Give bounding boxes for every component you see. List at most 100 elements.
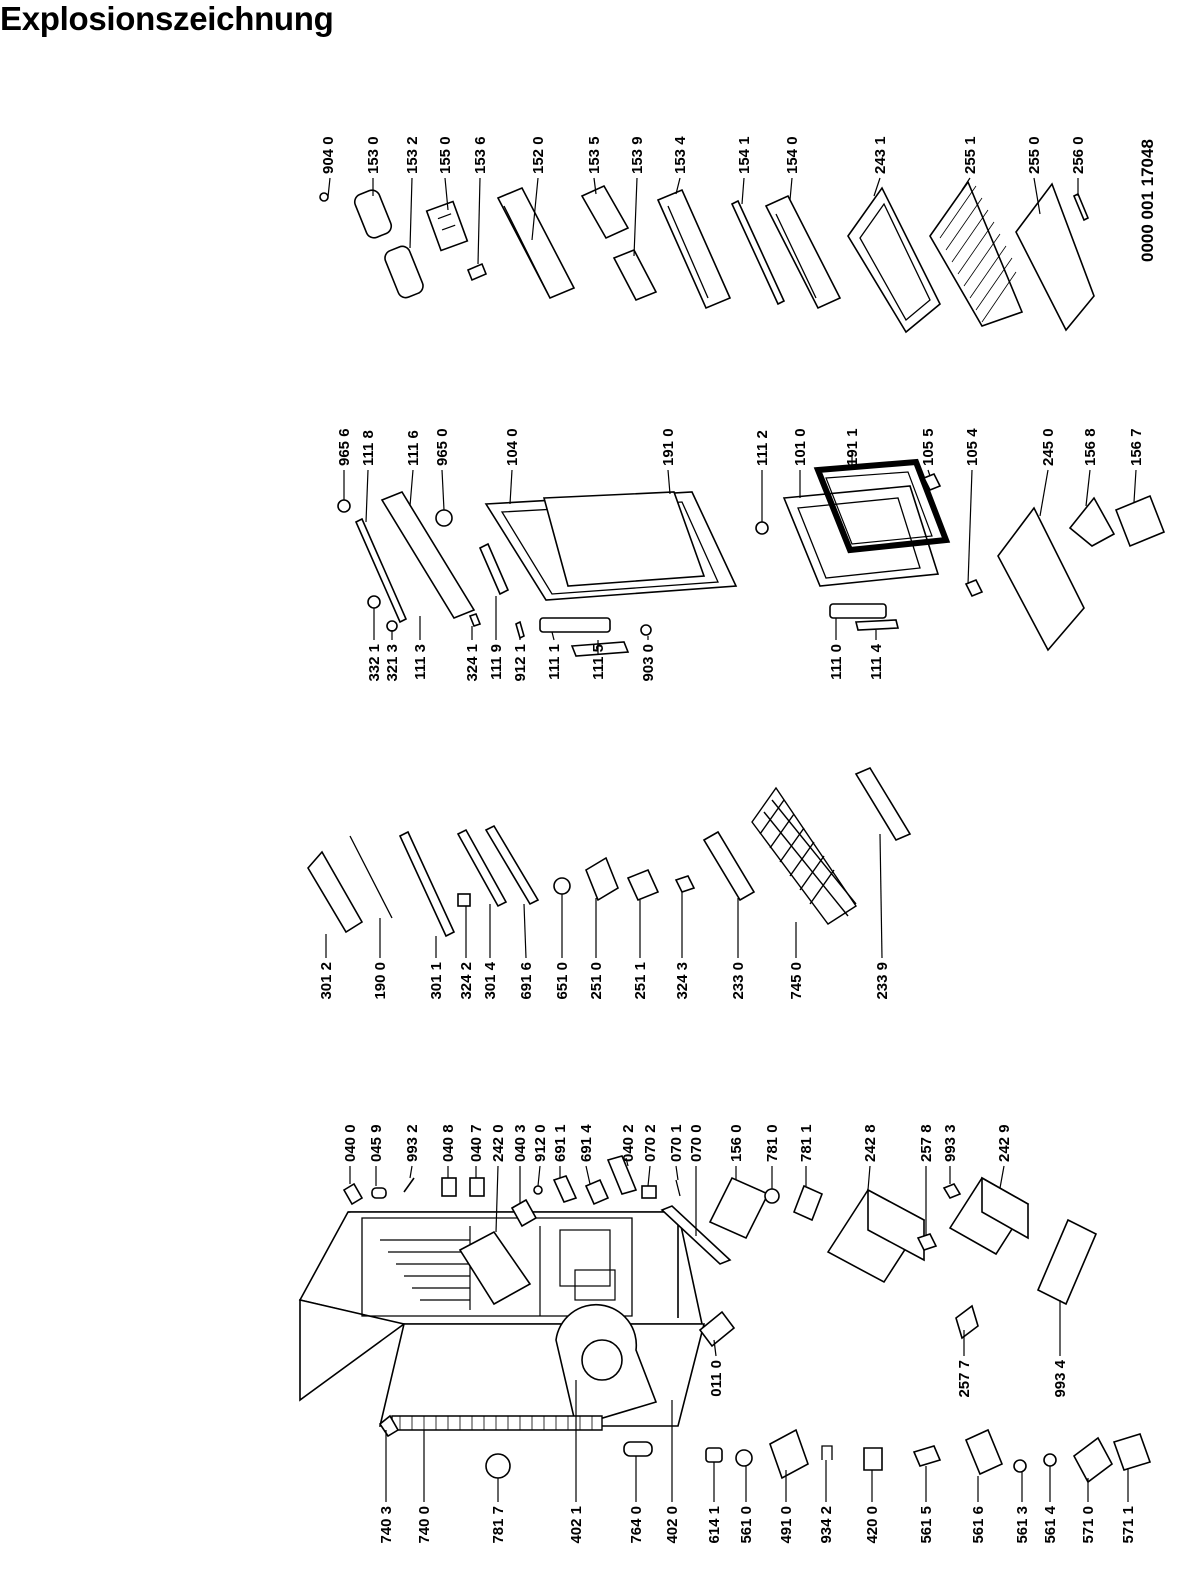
part-257-7	[955, 1304, 979, 1340]
part-251-0-plate	[585, 856, 619, 902]
part-111-6-hinge-cover	[380, 491, 476, 619]
part-740-0-condenser	[391, 1415, 603, 1431]
part-label: 153 2	[404, 136, 421, 174]
part-label: 324 3	[674, 962, 691, 1000]
part-040-7	[469, 1177, 485, 1197]
part-label: 571 1	[1120, 1506, 1137, 1544]
part-label: 781 7	[490, 1506, 507, 1544]
part-label: 190 0	[372, 962, 389, 1000]
part-label: 153 6	[472, 136, 489, 174]
part-label: 561 3	[1014, 1506, 1031, 1544]
part-745-0-evaporator	[751, 786, 857, 925]
part-105-5-hinge	[922, 472, 942, 492]
part-245-0-crisper-cover	[997, 506, 1085, 652]
part-label: 101 0	[792, 428, 809, 466]
part-label: 781 1	[798, 1124, 815, 1162]
part-label: 402 0	[664, 1506, 681, 1544]
part-label: 402 1	[568, 1506, 585, 1544]
part-070-1	[675, 1179, 681, 1197]
part-045-9	[371, 1187, 387, 1199]
part-label: 691 4	[578, 1124, 595, 1162]
part-691-1	[552, 1175, 578, 1203]
part-label: 324 2	[458, 962, 475, 1000]
part-label: 153 5	[586, 136, 603, 174]
part-070-2	[641, 1185, 657, 1199]
part-label: 111 0	[828, 644, 845, 680]
part-571-1-knob	[1112, 1433, 1152, 1471]
part-label: 242 9	[996, 1124, 1013, 1162]
part-153-4-door-bin	[656, 188, 732, 310]
part-label: 111 9	[488, 644, 505, 680]
part-label: 912 1	[512, 644, 529, 682]
part-993-3	[942, 1183, 962, 1199]
part-label: 111 5	[590, 644, 607, 680]
part-691-6-duct	[484, 824, 540, 906]
part-label: 233 0	[730, 962, 747, 1000]
part-256-0-strip	[1072, 192, 1090, 222]
part-label: 153 4	[672, 136, 689, 174]
part-251-1-fan-bracket	[626, 868, 660, 902]
part-label: 111 6	[405, 430, 422, 466]
part-label: 257 8	[918, 1124, 935, 1162]
part-label: 153 9	[629, 136, 646, 174]
part-781-7	[485, 1453, 511, 1479]
part-243-1-glass-shelf	[847, 186, 942, 334]
part-111-4-strip	[854, 619, 900, 631]
part-label: 912 0	[532, 1124, 549, 1162]
part-111-2-cap	[755, 521, 769, 535]
part-label: 257 7	[956, 1360, 973, 1398]
part-011-0-feet	[698, 1310, 736, 1348]
part-691-4	[584, 1178, 610, 1206]
part-label: 242 0	[490, 1124, 507, 1162]
part-label: 242 8	[862, 1124, 879, 1162]
part-561-6-cable	[964, 1428, 1004, 1476]
part-label: 045 9	[368, 1124, 385, 1162]
part-label: 154 0	[784, 136, 801, 174]
part-255-0-shelf-plate	[1015, 182, 1095, 332]
part-label: 740 3	[378, 1506, 395, 1544]
part-label: 040 7	[468, 1124, 485, 1162]
part-904-0-knob	[319, 192, 329, 202]
part-040-8	[441, 1177, 457, 1197]
part-label: 691 6	[518, 962, 535, 1000]
part-label: 251 1	[632, 962, 649, 1000]
part-label: 152 0	[530, 136, 547, 174]
part-label: 301 1	[428, 962, 445, 1000]
part-label: 993 2	[404, 1124, 421, 1162]
part-label: 191 1	[844, 428, 861, 466]
part-402-1-compressor-part	[581, 1339, 623, 1381]
part-label: 245 0	[1040, 428, 1057, 466]
part-491-0-cover	[769, 1428, 809, 1480]
part-label: 255 1	[962, 136, 979, 174]
part-324-1-spring	[468, 613, 482, 627]
part-912-1-screw	[515, 620, 525, 640]
part-781-1	[792, 1184, 824, 1222]
part-label: 993 3	[942, 1124, 959, 1162]
part-233-9-cover	[854, 766, 912, 842]
part-153-6-clip	[466, 262, 488, 282]
part-571-0-thermostat	[1072, 1436, 1114, 1484]
part-111-9-strip	[478, 542, 510, 596]
part-255-1-wire-shelf	[929, 180, 1024, 327]
part-label: 904 0	[320, 136, 337, 174]
part-label: 243 1	[872, 136, 889, 174]
part-label: 324 1	[464, 644, 481, 682]
part-301-1-control-strip	[398, 830, 456, 938]
part-040-2-hinge	[606, 1155, 638, 1195]
part-label: 111 8	[360, 430, 377, 466]
part-651-0-sensor	[553, 877, 571, 895]
part-label: 105 4	[964, 428, 981, 466]
part-label: 154 1	[736, 136, 753, 174]
part-993-2-screw	[403, 1177, 415, 1193]
part-label: 156 8	[1082, 428, 1099, 466]
part-label: 040 8	[440, 1124, 457, 1162]
part-label: 745 0	[788, 962, 805, 1000]
part-105-4-hinge	[964, 578, 984, 598]
part-154-0-door-bin	[764, 194, 842, 310]
part-label: 251 0	[588, 962, 605, 1000]
part-332-1-knob	[367, 595, 381, 609]
part-label: 321 3	[384, 644, 401, 682]
